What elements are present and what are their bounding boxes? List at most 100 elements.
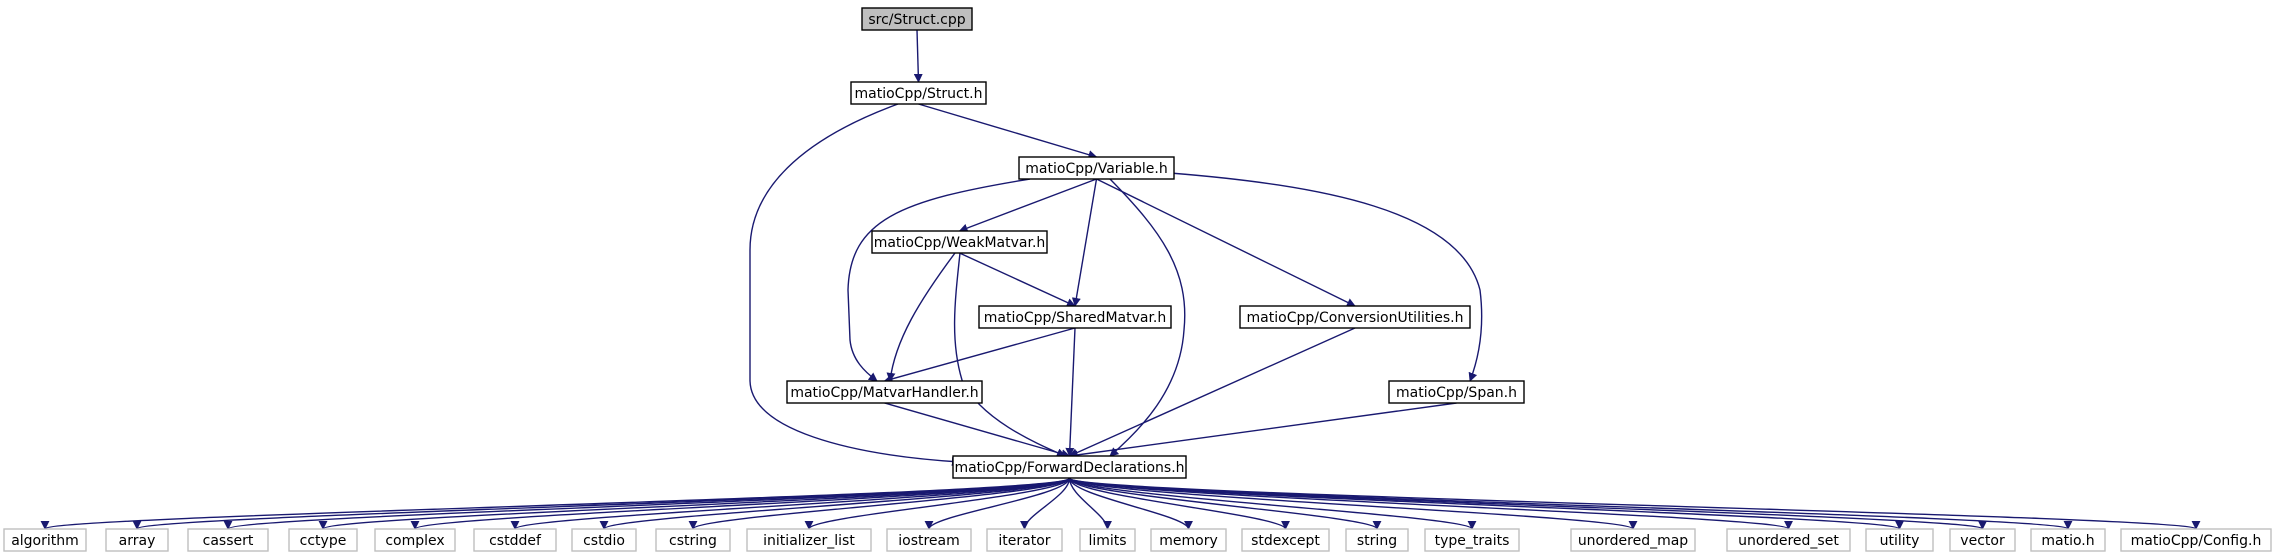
node-label: matioCpp/WeakMatvar.h xyxy=(874,235,1046,251)
dependency-edge xyxy=(1068,477,1112,530)
node-box xyxy=(1388,380,1525,404)
graph-node: cassert xyxy=(187,528,269,552)
node-box xyxy=(871,230,1048,254)
node-box xyxy=(374,528,456,552)
node-label: matioCpp/ConversionUtilities.h xyxy=(1247,310,1464,326)
node-label: iterator xyxy=(998,533,1050,549)
graph-node: unordered_set xyxy=(1726,528,1851,552)
dependency-edge xyxy=(1068,477,2200,530)
graph-node: vector xyxy=(1949,528,2016,552)
node-box xyxy=(473,528,557,552)
node-label: iostream xyxy=(898,533,960,549)
node-label: matioCpp/Struct.h xyxy=(855,86,983,102)
graph-node: string xyxy=(1345,528,1409,552)
graph-node: memory xyxy=(1150,528,1227,552)
node-box xyxy=(3,528,87,552)
node-label: limits xyxy=(1088,533,1126,549)
node-label: cctype xyxy=(300,533,347,549)
node-box xyxy=(2030,528,2106,552)
node-label: cstring xyxy=(669,533,717,549)
node-box xyxy=(1079,528,1136,552)
graph-node[interactable]: matioCpp/Span.h xyxy=(1388,380,1525,404)
node-box xyxy=(187,528,269,552)
node-label: utility xyxy=(1880,533,1920,549)
node-box xyxy=(1018,156,1175,180)
dependency-edge xyxy=(1071,178,1098,307)
dependency-edge xyxy=(883,327,1076,384)
node-label: matioCpp/ForwardDeclarations.h xyxy=(954,460,1184,476)
node-box xyxy=(746,528,872,552)
node-box xyxy=(1424,528,1520,552)
graph-node: iterator xyxy=(986,528,1063,552)
dependency-edge xyxy=(924,477,1071,530)
node-label: unordered_set xyxy=(1738,533,1839,549)
node-label: cstddef xyxy=(489,533,542,549)
graph-node[interactable]: matioCpp/Struct.h xyxy=(850,81,987,105)
node-label: complex xyxy=(385,533,444,549)
node-label: unordered_map xyxy=(1578,533,1688,549)
node-box xyxy=(105,528,169,552)
dependency-edge xyxy=(884,402,1071,459)
node-box xyxy=(1726,528,1851,552)
dependency-edge xyxy=(959,252,1076,307)
graph-node: unordered_map xyxy=(1570,528,1696,552)
node-box xyxy=(288,528,358,552)
graph-node[interactable]: matioCpp/ForwardDeclarations.h xyxy=(952,455,1187,479)
node-label: cassert xyxy=(203,533,254,549)
node-box xyxy=(952,455,1187,479)
dependency-edge xyxy=(1068,477,1793,530)
node-label: string xyxy=(1357,533,1397,549)
node-box xyxy=(1241,528,1330,552)
graph-node: utility xyxy=(1865,528,1934,552)
node-box xyxy=(1949,528,2016,552)
node-box xyxy=(1150,528,1227,552)
node-label: array xyxy=(119,533,156,549)
node-label: vector xyxy=(1960,533,2005,549)
dependency-edge xyxy=(749,103,961,466)
nodes: src/Struct.cpp matioCpp/Struct.h matioCpp/… xyxy=(3,7,2272,552)
node-box xyxy=(986,528,1063,552)
graph-node: algorithm xyxy=(3,528,87,552)
graph-node: stdexcept xyxy=(1241,528,1330,552)
node-box xyxy=(1239,305,1471,329)
node-label: matioCpp/MatvarHandler.h xyxy=(790,385,978,401)
graph-node[interactable]: matioCpp/Variable.h xyxy=(1018,156,1175,180)
dependency-edge xyxy=(410,477,1071,530)
node-box xyxy=(655,528,731,552)
graph-node[interactable]: matioCpp/SharedMatvar.h xyxy=(978,305,1172,329)
node-label: matioCpp/Span.h xyxy=(1396,385,1517,401)
dependency-edge xyxy=(1096,178,1356,307)
node-label: cstdio xyxy=(583,533,625,549)
node-box xyxy=(1345,528,1409,552)
node-label: matio.h xyxy=(2041,533,2094,549)
node-box xyxy=(571,528,637,552)
graph-node: type_traits xyxy=(1424,528,1520,552)
node-label: initializer_list xyxy=(763,533,855,549)
dependency-edge xyxy=(1169,172,1483,382)
node-box xyxy=(2120,528,2272,552)
graph-node[interactable]: matioCpp/MatvarHandler.h xyxy=(786,380,983,404)
dependency-edge xyxy=(1020,477,1071,530)
node-label: src/Struct.cpp xyxy=(868,12,965,28)
dependency-edge xyxy=(913,29,923,83)
node-box xyxy=(1570,528,1696,552)
graph-node[interactable]: src/Struct.cpp xyxy=(861,7,973,31)
graph-node[interactable]: matioCpp/WeakMatvar.h xyxy=(871,230,1048,254)
edges xyxy=(41,29,2200,530)
dependency-edge xyxy=(1068,477,1193,530)
graph-node: matio.h xyxy=(2030,528,2106,552)
node-box xyxy=(850,81,987,105)
dependency-edge xyxy=(510,477,1071,530)
dependency-edge xyxy=(1065,327,1076,457)
graph-node: cstdio xyxy=(571,528,637,552)
graph-node: iostream xyxy=(886,528,972,552)
dependency-edge xyxy=(847,178,1031,382)
dependency-edge xyxy=(1068,402,1457,460)
graph-node: array xyxy=(105,528,169,552)
dependency-edge xyxy=(1068,477,1638,530)
node-box xyxy=(861,7,973,31)
dependency-edge xyxy=(886,252,956,382)
node-box xyxy=(786,380,983,404)
graph-node[interactable]: matioCpp/ConversionUtilities.h xyxy=(1239,305,1471,329)
